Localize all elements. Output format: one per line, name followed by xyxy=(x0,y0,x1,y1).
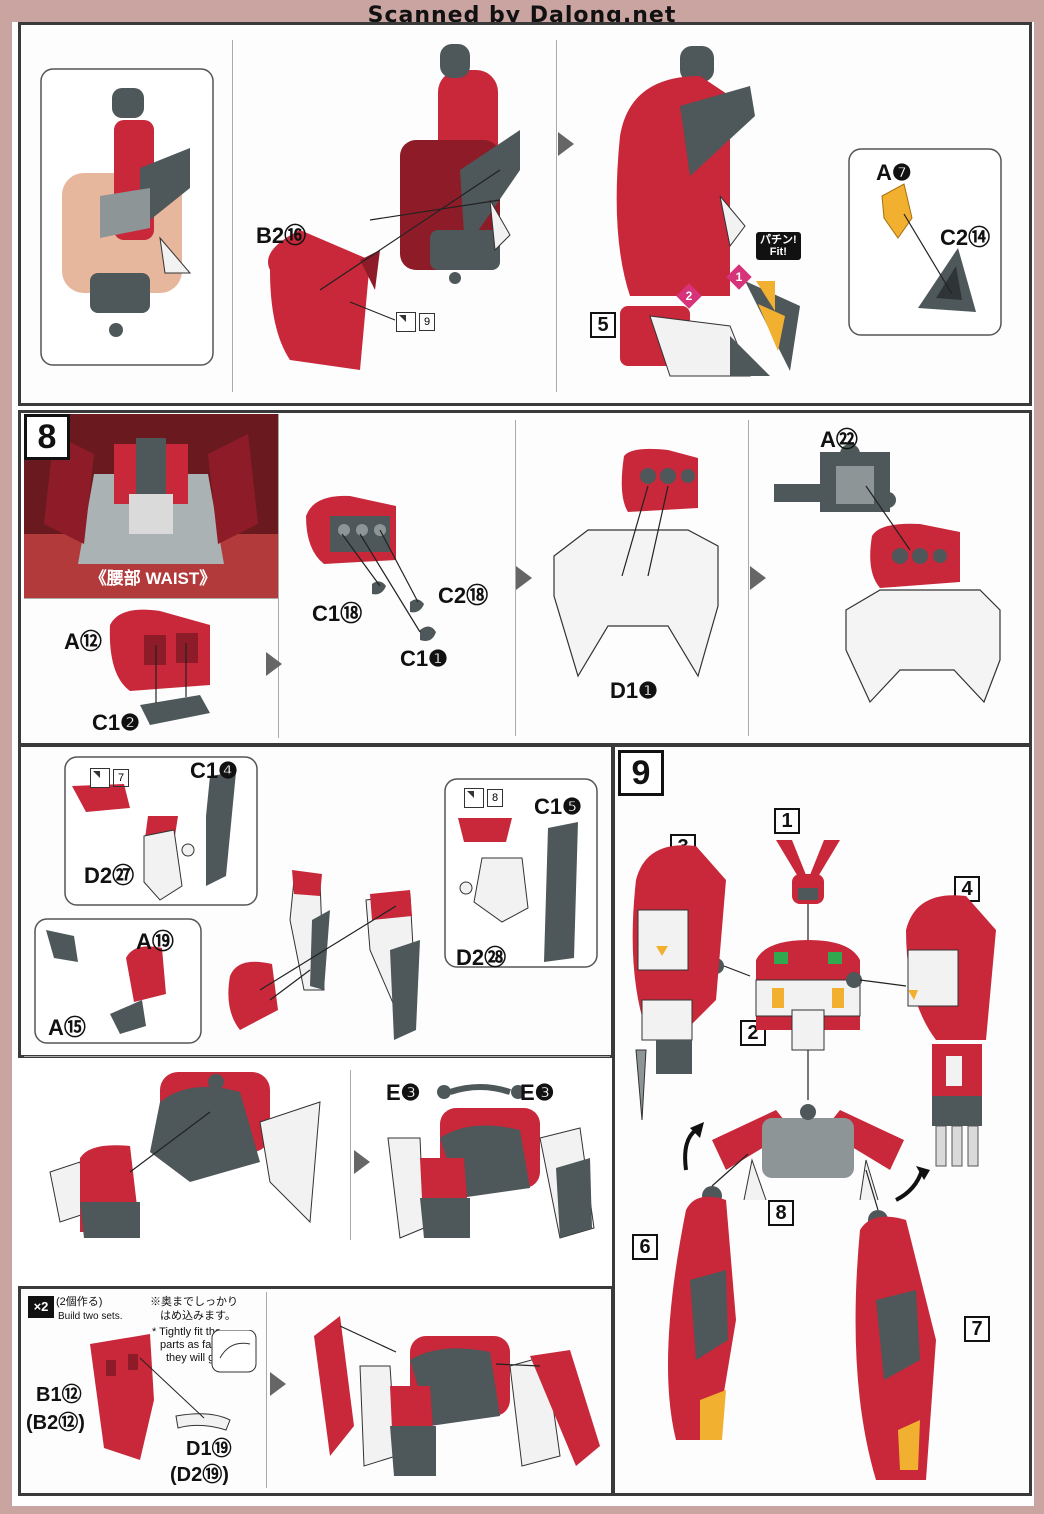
next-step-arrow xyxy=(270,1372,286,1396)
step-9-number: 9 xyxy=(618,750,664,796)
part-label-c1-1: C1❶ xyxy=(400,646,448,671)
sub-step-5: 5 xyxy=(590,312,616,338)
fit-note-jp-2: はめ込みます。 xyxy=(160,1310,236,1322)
build-two-badge: ×2 xyxy=(28,1296,54,1318)
step-8-number: 8 xyxy=(24,414,70,460)
next-step-arrow xyxy=(354,1150,370,1174)
waist-skirt-illustration xyxy=(553,448,719,678)
part-label-d1-1: D1❶ xyxy=(610,678,658,703)
part-label-b1-12: B1⑫ xyxy=(36,1384,82,1406)
armor-plate-illustration xyxy=(90,1330,257,1460)
part-label-c1-2: C1❷ xyxy=(92,710,140,735)
hip-leg-completed-illustration xyxy=(387,1084,595,1239)
next-step-arrow xyxy=(750,566,766,590)
fit-callout-jp: パチン! xyxy=(760,234,797,246)
divider xyxy=(350,1070,351,1240)
sub-step-6: 6 xyxy=(632,1234,658,1260)
sticker-number: 7 xyxy=(113,769,129,787)
build-two-en: Build two sets. xyxy=(58,1311,123,1322)
arm-completed-illustration xyxy=(616,46,800,377)
divider xyxy=(24,1056,610,1057)
waist-label: 《腰部 WAIST》 xyxy=(89,569,217,588)
connector-block-illustration xyxy=(306,495,436,641)
part-label-c1-4: C1❹ xyxy=(190,758,238,783)
sticker-number: 8 xyxy=(487,789,503,807)
final-assembly-illustration xyxy=(632,840,996,1480)
order-marker-2: 2 xyxy=(676,283,702,309)
part-label-a-15: A⑮ xyxy=(48,1015,86,1040)
part-label-d1-19: D1⑲ xyxy=(186,1438,232,1460)
leg-callout-bottom xyxy=(34,918,202,1044)
hip-leg-attach-illustration xyxy=(49,1072,321,1238)
leg-assembly-illustration xyxy=(228,870,420,1040)
part-label-b2-12: (B2⑫) xyxy=(26,1412,85,1434)
next-step-arrow xyxy=(516,566,532,590)
sticker-number: 9 xyxy=(419,313,435,331)
part-label-e-3-left: E❸ xyxy=(386,1080,421,1105)
order-marker-2-text: 2 xyxy=(685,289,693,303)
waist-armor-completed-illustration xyxy=(314,1316,600,1476)
fit-callout: パチン! Fit! xyxy=(756,232,801,260)
part-label-b2-16: B2⑯ xyxy=(256,223,307,248)
leg-callout-left xyxy=(64,756,258,906)
part-label-d2-27: D2㉗ xyxy=(84,863,135,888)
divider xyxy=(266,1292,267,1488)
sub-step-8: 8 xyxy=(768,1200,794,1226)
next-step-arrow xyxy=(558,132,574,156)
sticker-tag-9: 9 xyxy=(396,312,435,332)
sub-step-7: 7 xyxy=(964,1316,990,1342)
divider xyxy=(748,420,749,736)
build-two-jp: (2個作る) xyxy=(56,1296,103,1308)
fin-parts-callout xyxy=(848,148,1002,336)
leg-callout-right xyxy=(444,778,598,968)
translucent-arm-illustration xyxy=(40,68,214,366)
part-label-c2-18: C2⑱ xyxy=(438,583,489,608)
waist-reference-photo xyxy=(24,414,278,598)
part-label-a-22: A㉒ xyxy=(820,427,858,452)
fit-note-jp-1: ※奥までしっかり xyxy=(150,1296,238,1308)
divider xyxy=(515,420,516,736)
order-marker-1-text: 1 xyxy=(735,270,743,284)
part-label-a-19: A⑲ xyxy=(136,929,174,954)
fit-note-en-1: * Tightly fit the xyxy=(152,1326,222,1338)
part-label-c1-5: C1❺ xyxy=(534,794,582,819)
sub-step-1: 1 xyxy=(774,808,800,834)
fit-note-en-3: they will go. xyxy=(166,1352,224,1364)
part-label-a-12: A⑫ xyxy=(64,629,102,654)
divider xyxy=(556,40,557,392)
part-label-c2-14: C2⑭ xyxy=(940,225,991,250)
divider xyxy=(24,598,278,599)
a12-housing-illustration xyxy=(109,609,210,725)
part-label-a-7: A❼ xyxy=(876,160,912,185)
order-marker-1: 1 xyxy=(726,264,752,290)
waist-completed-illustration xyxy=(774,444,1001,704)
fit-callout-en: Fit! xyxy=(769,246,787,258)
part-label-e-3-right: E❸ xyxy=(520,1080,555,1105)
next-step-arrow xyxy=(266,652,282,676)
part-label-c1-18: C1⑱ xyxy=(312,601,363,626)
divider xyxy=(232,40,233,392)
part-label-d2-19: (D2⑲) xyxy=(170,1464,229,1486)
divider xyxy=(278,414,279,598)
sticker-tag-8: 8 xyxy=(464,788,503,808)
sticker-tag-7: 7 xyxy=(90,768,129,788)
part-label-d2-28: D2㉘ xyxy=(456,945,507,970)
arm-assembly-illustration xyxy=(268,44,520,370)
